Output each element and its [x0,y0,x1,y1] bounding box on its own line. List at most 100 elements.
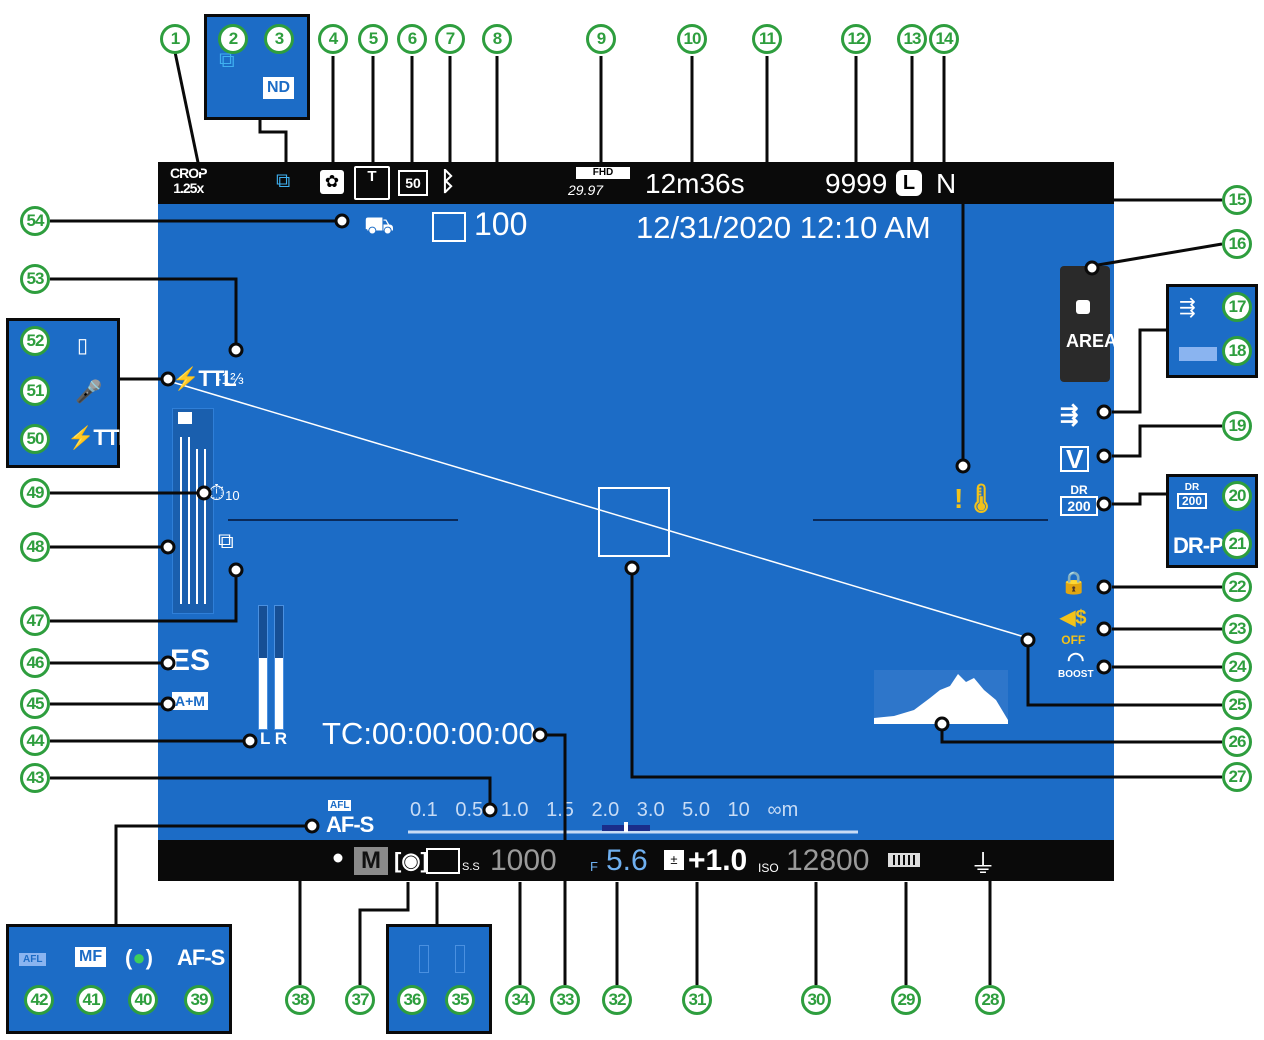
callout-37: 37 [345,985,375,1015]
touch-screen-panel[interactable]: AREA [1060,266,1117,382]
ael-afl-icon [426,848,460,874]
callout-7: 7 [435,24,465,54]
callout-24: 24 [1222,652,1252,682]
ibis-badge [1179,347,1217,361]
callout-51: 51 [20,376,50,406]
callout-19: 19 [1222,411,1252,441]
iso-value: 12800 [786,844,870,877]
ibis-boost-icon: ⇶ [1179,297,1196,319]
ss-label: S.S [462,861,480,873]
metering-icon: [◉] [394,848,428,873]
ael-icon [419,945,429,973]
callout-49: 49 [20,478,50,508]
callout-33: 33 [550,985,580,1015]
ibis-icon: 50 [398,170,428,196]
callout-8: 8 [482,24,512,54]
callout-29: 29 [891,985,921,1015]
battery-icon [888,853,920,867]
callout-20: 20 [1222,481,1252,511]
callout-42: 42 [24,985,54,1015]
temperature-warning-icon: !🌡 [954,483,999,514]
bluetooth-icon: ᛒ [440,166,456,196]
iso-label: ISO [758,861,779,875]
ttl-label: ⚡TTL [67,425,132,450]
date-time: 12/31/2020 12:10 AM [636,210,931,245]
callout-2: 2 [218,24,248,54]
callout-44: 44 [20,726,50,756]
bottom-status-bar [158,840,1114,881]
audio-level-labels: L R [260,729,288,748]
exposure-comp: +1.0 [688,844,748,877]
focus-frame [598,487,670,557]
callout-28: 28 [975,985,1005,1015]
control-lock-icon: 🔒 [1060,570,1088,595]
top-status-bar [158,162,1114,204]
callout-13: 13 [897,24,927,54]
callout-1: 1 [160,24,190,54]
movie-mode-badge: FHD [576,167,630,179]
callout-22: 22 [1222,572,1252,602]
callout-10: 10 [677,24,707,54]
drp-label: DR-P [1173,533,1224,558]
microphone-icon: 🎤 [75,379,103,404]
digital-zoom-icon: ⧉ [276,170,291,192]
callout-46: 46 [20,648,50,678]
callout-48: 48 [20,532,50,562]
exposure-mode-badge: M [354,847,388,875]
shutter-type: ES [170,644,211,677]
callout-box-39-42: AFL MF (●) AF-S [6,924,232,1034]
image-quality: N [936,168,957,199]
focus-mode: AF-S [326,812,374,837]
callout-54: 54 [20,206,50,236]
callout-25: 25 [1222,690,1252,720]
exposure-meter [172,408,214,614]
mf-badge: MF [75,947,107,967]
touch-area-label: AREA [1066,331,1118,351]
sound-flash-off-icon: ◀$OFF [1060,607,1087,647]
flash-unit-icon: ▯ [77,335,89,357]
callout-18: 18 [1222,336,1252,366]
callout-21: 21 [1222,529,1252,559]
timecode: TC:00:00:00:00 [322,716,536,751]
callout-38: 38 [285,985,315,1015]
callout-box-35-36 [386,924,492,1034]
callout-15: 15 [1222,185,1252,215]
callout-53: 53 [20,264,50,294]
frame-counter-icon [432,212,466,242]
cooling-fan-icon: ⛟ [364,212,395,239]
temperature-icon: T [354,166,390,200]
callout-4: 4 [318,24,348,54]
shutter-icon: ✿ [320,170,344,194]
callout-5: 5 [358,24,388,54]
boost-mode-icon: ⇶ [1060,402,1079,427]
electronic-level-line [171,381,1048,834]
callout-47: 47 [20,606,50,636]
shutter-speed: 1000 [490,844,557,877]
aperture-label: F [590,859,598,874]
callout-40: 40 [128,985,158,1015]
meter-scale [178,412,206,604]
callout-39: 39 [184,985,214,1015]
frames-remaining: 9999 [825,168,888,199]
am-switch-badge: A+M [172,692,208,710]
audio-level-r [274,605,284,730]
exposure-comp-icon: ± [664,850,684,870]
callout-16: 16 [1222,229,1252,259]
self-timer-icon: ⏱10 [208,480,240,505]
image-size-badge: L [896,170,922,196]
callout-31: 31 [682,985,712,1015]
callout-26: 26 [1222,727,1252,757]
callout-12: 12 [841,24,871,54]
audio-level-l [258,605,268,730]
callout-34: 34 [505,985,535,1015]
afl-badge: AFL [19,953,47,966]
flash-mode: ⚡TTL [172,366,237,391]
histogram [874,670,1008,724]
callout-32: 32 [602,985,632,1015]
callout-17: 17 [1222,292,1252,322]
callout-41: 41 [76,985,106,1015]
callout-23: 23 [1222,614,1252,644]
callout-36: 36 [397,985,427,1015]
callout-box-2-3: ⧉ ND [204,14,310,120]
